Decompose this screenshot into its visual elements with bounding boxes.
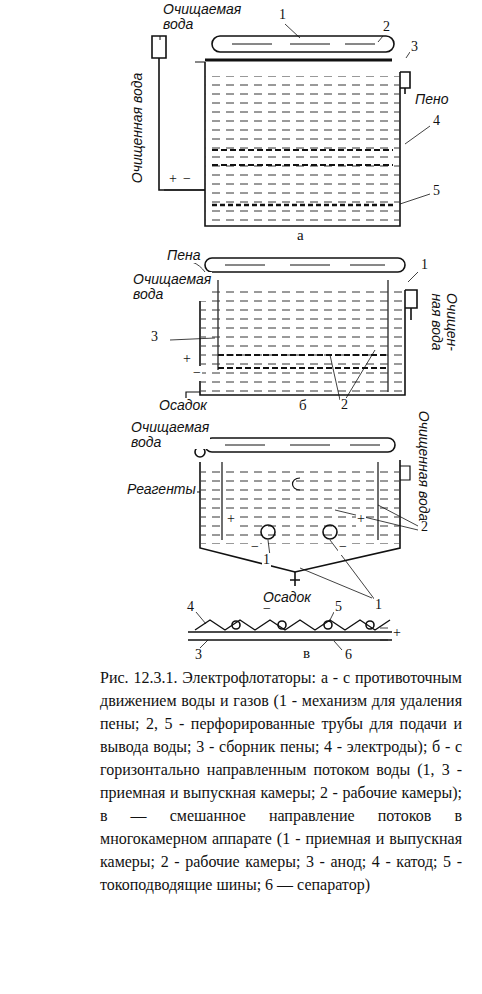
callout-number: 3 <box>194 648 203 663</box>
callout-number: 1 <box>262 553 271 568</box>
outlet-standpipe <box>152 36 205 190</box>
part-label: + <box>356 512 366 527</box>
callout-number: 4 <box>432 114 441 129</box>
tank-wall <box>200 460 400 572</box>
vertical-flow-label: Очищен- ная вода <box>429 292 458 352</box>
cathode <box>195 620 390 630</box>
part-label: Реагенты <box>126 482 197 497</box>
callout-number: 5 <box>334 600 343 615</box>
sludge-outlet <box>290 572 300 586</box>
anode-cathode-strip <box>188 632 398 640</box>
foam-collector <box>400 72 410 88</box>
part-label: Очищаемая вода <box>132 272 212 301</box>
part-label: − <box>338 540 348 555</box>
part-label: + <box>392 626 402 641</box>
callout-number: 1 <box>420 258 429 273</box>
tank-wall <box>205 62 400 226</box>
callout-number: 3 <box>150 330 159 345</box>
outlet-pipe <box>212 204 393 206</box>
callout-number: 2 <box>340 398 349 413</box>
part-label: Осадок <box>158 398 208 413</box>
electrodes <box>212 150 393 165</box>
part-label: Очищаемая вода <box>130 420 210 449</box>
inlet-pipe <box>205 59 392 62</box>
part-label: − <box>182 172 192 187</box>
tank-wall <box>200 275 405 395</box>
vertical-flow-label: Очищенная вода <box>130 73 145 184</box>
part-label: − <box>250 540 260 555</box>
figure-caption: Рис. 12.3.1. Электрофлотаторы: а - с про… <box>100 666 462 896</box>
callout-number: 2 <box>420 520 429 535</box>
part-label: − <box>262 602 272 617</box>
callout-number: 1 <box>374 598 383 613</box>
part-label: а <box>296 228 305 244</box>
part-label: Пено <box>414 92 449 107</box>
callout-number: 5 <box>432 184 441 199</box>
callout-number: 1 <box>278 8 287 23</box>
outlet-chamber <box>405 290 417 320</box>
part-label: б <box>298 398 308 414</box>
callout-number: 2 <box>382 20 391 35</box>
vertical-flow-label: Очищенная вода <box>417 411 432 522</box>
part-label: + <box>226 512 236 527</box>
callout-number: 6 <box>344 648 353 663</box>
part-label: − <box>192 366 202 381</box>
callout-number: 4 <box>186 600 195 615</box>
part-label: Пена <box>166 248 201 263</box>
part-label: + <box>168 172 178 187</box>
part-label: в <box>302 646 311 662</box>
callout-number: 3 <box>410 40 419 55</box>
foam-scraper-belt <box>212 36 394 52</box>
part-label: + <box>182 352 192 367</box>
part-label: Очищаемая вода <box>162 2 242 31</box>
